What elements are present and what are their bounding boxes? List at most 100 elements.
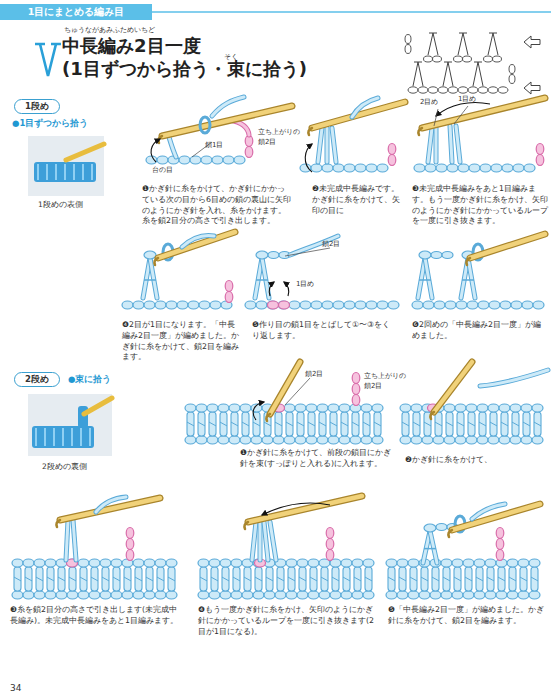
stitch-wrap — [341, 422, 348, 426]
chain-stitch — [78, 559, 89, 567]
half-double-stitch — [69, 567, 76, 591]
chain-stitch — [361, 404, 372, 412]
chain-stitch — [111, 591, 122, 599]
chain-stitch — [111, 559, 122, 567]
stitch-wrap — [343, 577, 350, 581]
highlight-stitch — [268, 301, 279, 309]
yarn-strand — [182, 235, 214, 247]
crochet-hook — [434, 362, 472, 412]
chart-symbol — [413, 62, 423, 86]
half-double-stitch — [233, 567, 240, 591]
direction-arrow — [151, 139, 160, 162]
chain-stitch — [229, 404, 240, 412]
chain-stitch — [341, 559, 352, 567]
stitch-wrap — [209, 422, 216, 426]
chain-stitch — [330, 591, 341, 599]
chain-stitch — [295, 404, 306, 412]
part-label: 台の目 — [152, 166, 173, 176]
stitch-wrap — [168, 577, 175, 581]
chain-stitch — [499, 436, 510, 444]
photo-fabric — [34, 162, 96, 182]
chain-stitch — [333, 301, 344, 309]
chart-direction-arrow — [524, 82, 540, 94]
yarn-strand — [73, 520, 76, 560]
chain-stitch — [185, 436, 196, 444]
rising-chain — [126, 528, 134, 539]
photo-stitch — [78, 406, 88, 428]
chain-stitch — [89, 591, 100, 599]
chain-stitch — [308, 559, 319, 567]
chain-stitch — [434, 301, 445, 309]
half-double-stitch — [341, 412, 348, 436]
stitch-wrap — [124, 577, 131, 581]
step-text: ❺作り目の鎖1目をとばして①〜③をくり返します。 — [252, 320, 397, 342]
stitch-wrap — [512, 422, 519, 426]
hook-tip — [56, 520, 60, 527]
crochet-hook — [60, 498, 160, 520]
step-text: ❹もう一度かぎ針に糸をかけ、矢印のようにかぎ針にかかっているループを一度に引き抜… — [198, 605, 380, 637]
chain-stitch — [510, 404, 521, 412]
chain-stitch — [521, 404, 532, 412]
stitch-wrap — [102, 577, 109, 581]
rising-chain — [126, 539, 134, 550]
half-double-stitch — [222, 567, 229, 591]
yarn-outline — [456, 126, 460, 162]
stitch-wrap — [531, 577, 538, 581]
photo-stitch — [46, 164, 48, 180]
photo-fabric — [32, 426, 94, 448]
chart-chain — [418, 87, 428, 93]
half-double-stitch — [14, 567, 21, 591]
chain-stitch — [513, 164, 524, 172]
photo-background — [28, 136, 104, 196]
chain-stitch — [284, 404, 295, 412]
yarn-outline — [318, 128, 322, 162]
chain-stitch — [286, 559, 297, 567]
step-text: ❻2回めの「中長編み2目一度」が編めました。 — [412, 320, 546, 342]
photo-stitch — [89, 428, 91, 446]
stitch-wrap — [457, 422, 464, 426]
yarn-strand — [259, 522, 262, 560]
chain-stitch — [89, 559, 100, 567]
chain-stitch — [463, 559, 474, 567]
half-double-stitch — [490, 412, 497, 436]
chain-stitch — [397, 591, 408, 599]
yarn-strand — [212, 97, 244, 116]
chain-stitch — [198, 559, 209, 567]
stitch-wrap — [288, 577, 295, 581]
rising-chain — [496, 550, 504, 561]
highlight-stitch — [279, 301, 290, 309]
half-double-stitch — [286, 412, 293, 436]
leader-line — [285, 248, 330, 256]
chain-stitch — [207, 436, 218, 444]
chain-stitch — [185, 404, 196, 412]
chart-turning-chain — [405, 35, 411, 44]
chain-stitch — [166, 591, 177, 599]
stitch-wrap — [374, 422, 381, 426]
stitch-wrap — [211, 577, 218, 581]
direction-arrow — [269, 282, 274, 296]
yarn-strand — [450, 126, 452, 162]
crochet-hook-body — [422, 98, 545, 128]
chain-stitch — [452, 591, 463, 599]
chain-stitch — [196, 436, 207, 444]
stitch-wrap — [419, 279, 431, 281]
photo-stitch — [80, 428, 82, 446]
chain-stitch — [441, 591, 452, 599]
chain-stitch — [521, 436, 532, 444]
direction-arrow — [253, 402, 264, 420]
chain-stitch — [322, 164, 333, 172]
row-pill: 1段め — [14, 99, 60, 114]
half-double-stitch — [242, 412, 249, 436]
half-double-stitch — [476, 567, 483, 591]
yarn-outline — [96, 497, 126, 512]
chain-stitch — [510, 436, 521, 444]
half-double-stitch — [200, 567, 207, 591]
half-double-stitch — [374, 412, 381, 436]
stitch-wrap — [321, 577, 328, 581]
chain-stitch — [436, 524, 447, 531]
chain-stitch — [322, 301, 333, 309]
chain-stitch — [201, 156, 212, 164]
yarn-strand — [428, 128, 432, 162]
chain-stitch — [452, 559, 463, 567]
stitch-wrap — [277, 577, 284, 581]
